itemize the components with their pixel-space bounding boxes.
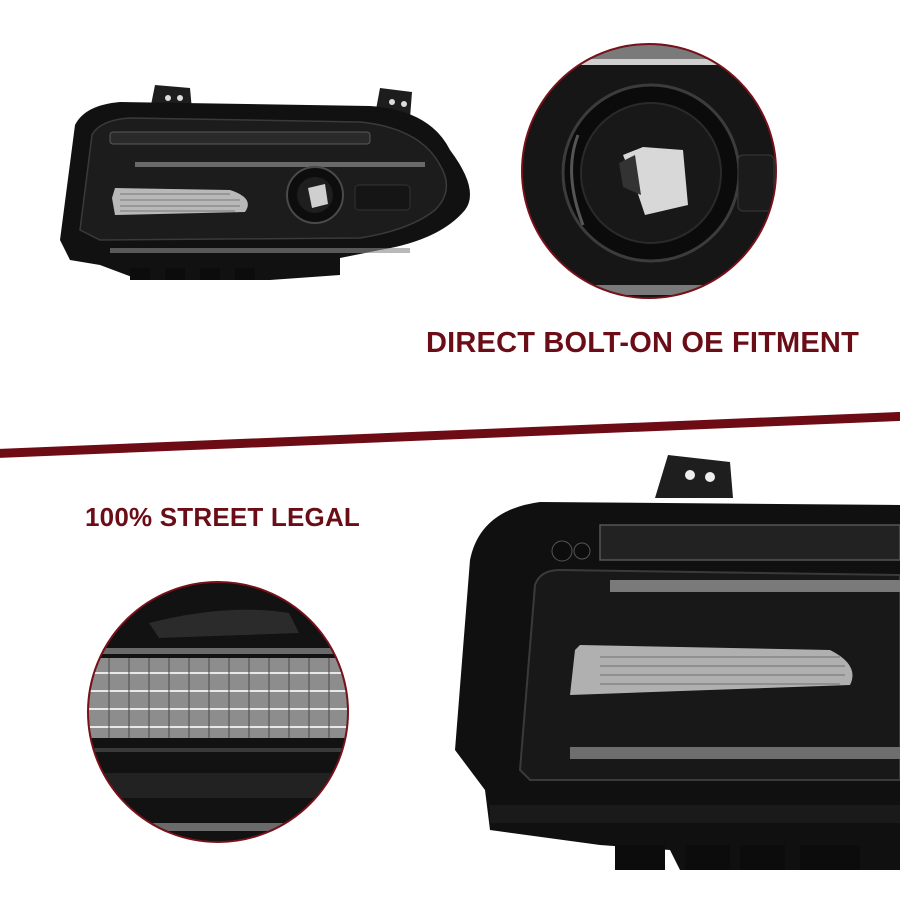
headlight-closeup-angled — [450, 450, 900, 900]
headlight-illustration — [60, 85, 470, 280]
led-strip-icon — [89, 583, 347, 841]
projector-lens-icon — [523, 45, 775, 297]
projector-lens-closeup — [521, 43, 777, 299]
fitment-headline: DIRECT BOLT-ON OE FITMENT — [426, 327, 859, 359]
led-turn-signal-closeup — [87, 581, 349, 843]
headlight-detail-illustration — [455, 455, 900, 870]
street-legal-headline: 100% STREET LEGAL — [85, 502, 361, 532]
headlight-full-view — [40, 80, 490, 290]
